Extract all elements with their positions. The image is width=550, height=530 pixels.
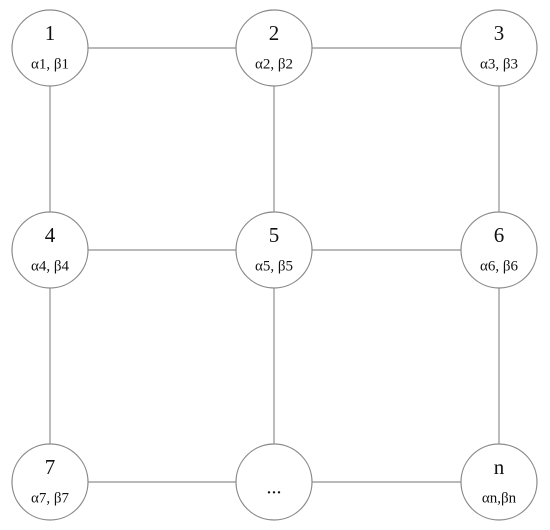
- node-ellipsis-text: ...: [267, 477, 282, 499]
- node-2-title: 2: [269, 21, 280, 45]
- node-6-subtitle: α6, β6: [480, 258, 518, 274]
- node-2: 2 α2, β2: [235, 9, 313, 87]
- node-n: n αn,βn: [460, 443, 538, 521]
- node-1-subtitle: α1, β1: [31, 56, 69, 72]
- node-4: 4 α4, β4: [11, 211, 89, 289]
- nodes-layer: 1 α1, β1 2 α2, β2 3 α3, β3 4 α4, β4 5: [11, 9, 538, 521]
- node-4-subtitle: α4, β4: [31, 258, 69, 274]
- node-2-circle: [235, 9, 313, 87]
- node-7-circle: [11, 443, 89, 521]
- node-n-subtitle: αn,βn: [482, 490, 517, 506]
- node-1-title: 1: [45, 21, 56, 45]
- node-3-circle: [460, 9, 538, 87]
- node-5: 5 α5, β5: [235, 211, 313, 289]
- node-5-subtitle: α5, β5: [255, 258, 293, 274]
- node-n-circle: [460, 443, 538, 521]
- node-7: 7 α7, β7: [11, 443, 89, 521]
- node-7-title: 7: [45, 455, 56, 479]
- node-5-circle: [235, 211, 313, 289]
- edges-layer: [49, 47, 500, 483]
- node-3-subtitle: α3, β3: [480, 56, 518, 72]
- node-1-circle: [11, 9, 89, 87]
- node-5-title: 5: [269, 223, 280, 247]
- node-6-circle: [460, 211, 538, 289]
- node-6-title: 6: [494, 223, 505, 247]
- node-n-title: n: [494, 455, 505, 479]
- node-7-subtitle: α7, β7: [31, 490, 69, 506]
- node-3: 3 α3, β3: [460, 9, 538, 87]
- node-ellipsis: ...: [235, 443, 313, 521]
- node-4-circle: [11, 211, 89, 289]
- node-4-title: 4: [45, 223, 56, 247]
- node-2-subtitle: α2, β2: [255, 56, 293, 72]
- node-ellipsis-circle: [235, 443, 313, 521]
- node-6: 6 α6, β6: [460, 211, 538, 289]
- node-1: 1 α1, β1: [11, 9, 89, 87]
- node-3-title: 3: [494, 21, 505, 45]
